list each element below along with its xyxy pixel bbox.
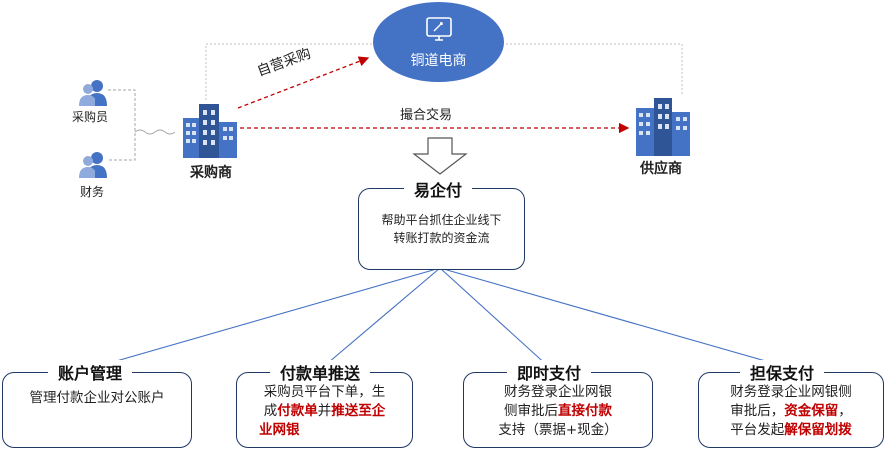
feature-escrow-desc: 财务登录企业网银侧 审批后，资金保留， 平台发起解保留划拨 bbox=[699, 383, 883, 440]
self-purchase-arrow bbox=[237, 56, 370, 109]
finance-staff-icon bbox=[79, 152, 107, 178]
feature-account-desc: 管理付款企业对公账户 bbox=[29, 390, 165, 406]
feature-instant-title: 即时支付 bbox=[507, 360, 592, 384]
supplier-building-icon bbox=[636, 98, 690, 156]
feature-account-title: 账户管理 bbox=[48, 360, 133, 384]
supplier-label: 供应商 bbox=[640, 161, 682, 177]
platform-label: 铜道电商 bbox=[410, 53, 467, 69]
feature-escrow-line2: 审批后，资金保留， bbox=[699, 402, 883, 421]
branch-arrow-1 bbox=[90, 267, 441, 371]
feature-escrow-title: 担保支付 bbox=[740, 360, 825, 384]
feature-push-line2: 成付款单并推送至企 bbox=[237, 402, 412, 421]
feature-escrow-line3: 平台发起解保留划拨 bbox=[699, 421, 883, 440]
center-description: 帮助平台抓住企业线下 转账打款的资金流 bbox=[359, 211, 524, 247]
feature-push-line2-c: 并 bbox=[317, 403, 332, 419]
monitor-icon bbox=[426, 17, 452, 41]
role-to-buyer-link bbox=[134, 129, 176, 135]
branch-arrow-3 bbox=[439, 267, 551, 369]
feature-instant-line3: 支持（票据+现金） bbox=[498, 422, 618, 438]
feature-instant-highlight: 直接付款 bbox=[558, 403, 612, 419]
center-desc-line2: 转账打款的资金流 bbox=[393, 231, 490, 245]
feature-escrow-line2-c: ， bbox=[838, 403, 852, 419]
buyer-staff-label: 采购员 bbox=[72, 110, 109, 124]
feature-escrow-line3-a: 平台发起 bbox=[730, 422, 785, 438]
feature-push-line1: 采购员平台下单，生 bbox=[263, 384, 386, 400]
buyer-label: 采购商 bbox=[190, 165, 232, 181]
feature-instant-line2: 侧审批后直接付款 bbox=[464, 402, 652, 421]
feature-instant-desc: 财务登录企业网银 侧审批后直接付款 支持（票据+现金） bbox=[464, 383, 652, 440]
branch-arrow-2 bbox=[321, 267, 441, 369]
feature-push-line2-a: 成 bbox=[263, 403, 278, 419]
feature-card-push: 采购员平台下单，生 成付款单并推送至企 业网银 bbox=[236, 372, 413, 448]
feature-instant-line2-a: 侧审批后 bbox=[504, 403, 558, 419]
feature-push-title: 付款单推送 bbox=[270, 360, 371, 384]
feature-card-escrow: 财务登录企业网银侧 审批后，资金保留， 平台发起解保留划拨 bbox=[698, 372, 884, 448]
feature-escrow-line1: 财务登录企业网银侧 bbox=[730, 384, 852, 400]
matchmaking-label: 撮合交易 bbox=[400, 108, 453, 123]
feature-push-desc: 采购员平台下单，生 成付款单并推送至企 业网银 bbox=[237, 383, 412, 440]
center-title: 易企付 bbox=[404, 177, 473, 201]
center-desc-line1: 帮助平台抓住企业线下 bbox=[381, 213, 502, 227]
feature-push-highlight-2: 推送至企 bbox=[331, 403, 386, 419]
platform-node: 铜道电商 bbox=[373, 2, 504, 82]
feature-escrow-line2-a: 审批后， bbox=[730, 403, 785, 419]
branch-arrow-4 bbox=[439, 267, 792, 371]
buyer-staff-icon bbox=[79, 80, 107, 106]
down-arrow-icon bbox=[412, 137, 468, 175]
feature-push-highlight-1: 付款单 bbox=[277, 403, 318, 419]
feature-instant-line1: 财务登录企业网银 bbox=[504, 384, 612, 400]
center-box: 帮助平台抓住企业线下 转账打款的资金流 bbox=[358, 188, 525, 270]
feature-push-line3: 业网银 bbox=[259, 422, 300, 438]
feature-card-instant: 财务登录企业网银 侧审批后直接付款 支持（票据+现金） bbox=[463, 372, 653, 448]
buyer-building-icon bbox=[183, 104, 237, 158]
feature-escrow-highlight-2: 解保留划拨 bbox=[784, 422, 852, 438]
role-connector bbox=[108, 89, 136, 161]
feature-escrow-highlight-1: 资金保留 bbox=[784, 403, 839, 419]
finance-label: 财务 bbox=[80, 185, 105, 199]
